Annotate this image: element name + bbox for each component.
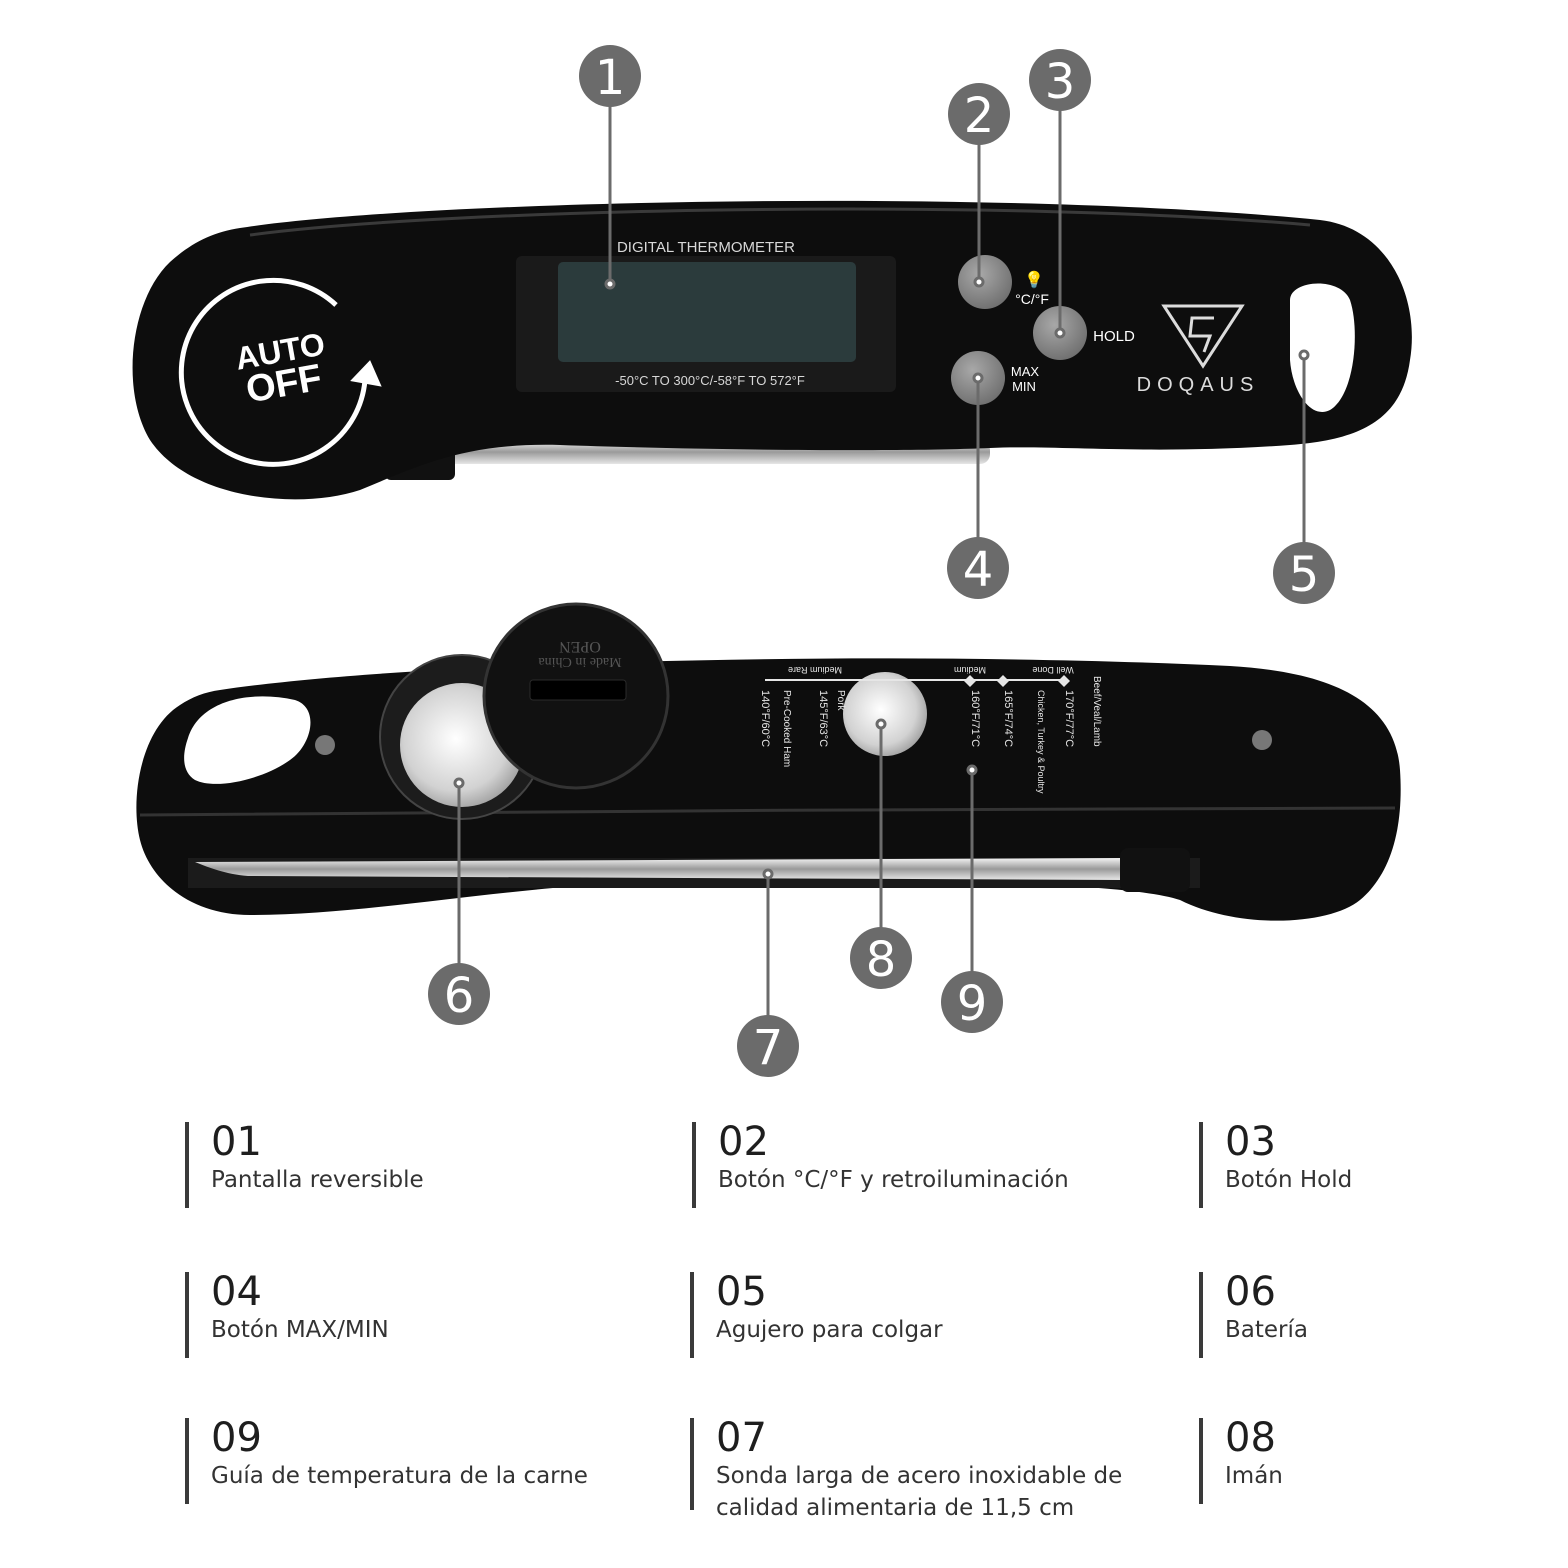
feature-legend: 01 Pantalla reversible 02 Botón °C/°F y … <box>0 1100 1568 1568</box>
svg-text:4: 4 <box>963 542 994 598</box>
screw <box>315 735 335 755</box>
probe-base <box>1120 848 1190 892</box>
min-label: MIN <box>1012 379 1036 394</box>
guide-temp: 170°F/77°C <box>1063 690 1075 747</box>
magnet <box>843 672 927 756</box>
feature-number: 02 <box>718 1119 769 1165</box>
display-label: DIGITAL THERMOMETER <box>617 239 795 256</box>
svg-text:9: 9 <box>957 976 988 1032</box>
feature-description: Imán <box>1225 1463 1283 1489</box>
screw <box>1252 730 1272 750</box>
callout-8: 8 <box>850 927 912 989</box>
feature-description: Pantalla reversible <box>211 1167 424 1193</box>
battery-cover-open: OPEN <box>559 638 601 655</box>
range-label: -50°C TO 300°C/-58°F TO 572°F <box>615 373 805 388</box>
feature-08: 08 Imán <box>1199 1415 1283 1504</box>
svg-text:7: 7 <box>753 1020 784 1076</box>
callout-leaders <box>453 106 1310 1016</box>
feature-09: 09 Guía de temperatura de la carne <box>185 1415 588 1504</box>
feature-number: 06 <box>1225 1269 1276 1315</box>
feature-01: 01 Pantalla reversible <box>185 1119 424 1208</box>
guide-food: Chicken, Turkey & Poultry <box>1036 690 1046 794</box>
callout-6: 6 <box>428 963 490 1025</box>
probe-rod <box>195 858 1129 880</box>
callout-2: 2 <box>948 83 1010 145</box>
svg-text:1: 1 <box>595 50 626 106</box>
svg-text:5: 5 <box>1289 547 1320 603</box>
svg-text:3: 3 <box>1045 54 1076 110</box>
body-highlight <box>249 207 1311 237</box>
unit-backlight-button[interactable] <box>958 255 1012 309</box>
hanging-hole <box>1290 283 1355 412</box>
feature-description: Guía de temperatura de la carne <box>211 1463 588 1489</box>
guide-header: Medium Rare <box>788 665 842 675</box>
product-figure: AUTO OFF DIGITAL THERMOMETER -50°C TO 30… <box>132 45 1412 1077</box>
lower-rim <box>139 806 1396 817</box>
guide-food: Pork <box>835 690 846 712</box>
guide-temp: 145°F/63°C <box>817 690 829 747</box>
thermometer-front-view: AUTO OFF DIGITAL THERMOMETER -50°C TO 30… <box>132 200 1412 500</box>
feature-06: 06 Batería <box>1199 1269 1308 1358</box>
callout-5: 5 <box>1273 542 1335 604</box>
feature-number: 08 <box>1225 1415 1276 1461</box>
brand-name: DOQAUS <box>1137 374 1260 396</box>
guide-header: Medium <box>954 665 986 675</box>
feature-07: 07 Sonda larga de acero inoxidable de ca… <box>690 1415 1123 1521</box>
callout-1: 1 <box>579 45 641 107</box>
thermometer-back-view: OPEN Made in China Medium Rare Medium We… <box>136 602 1401 921</box>
back-hanging-hole <box>184 696 311 784</box>
feature-description: Batería <box>1225 1317 1308 1343</box>
feature-description-line2: calidad alimentaria de 11,5 cm <box>716 1495 1075 1521</box>
feature-description: Botón MAX/MIN <box>211 1317 389 1343</box>
max-label: MAX <box>1011 364 1040 379</box>
feature-number: 07 <box>716 1415 767 1461</box>
bulb-icon: 💡 <box>1024 270 1044 289</box>
guide-temp: 165°F/74°C <box>1002 690 1014 747</box>
hold-button-label: HOLD <box>1093 328 1135 345</box>
feature-number: 01 <box>211 1119 262 1165</box>
unit-button-label: °C/°F <box>1015 291 1049 307</box>
svg-text:6: 6 <box>444 968 475 1024</box>
feature-description: Botón Hold <box>1225 1167 1353 1193</box>
feature-number: 03 <box>1225 1119 1276 1165</box>
callout-9: 9 <box>941 971 1003 1033</box>
feature-description: Botón °C/°F y retroiluminación <box>718 1167 1069 1193</box>
guide-food: Beef/Veal/Lamb <box>1091 676 1102 747</box>
callout-7: 7 <box>737 1015 799 1077</box>
brand-logo: DOQAUS <box>1137 304 1260 396</box>
lcd-screen <box>558 262 856 362</box>
callout-4: 4 <box>947 537 1009 599</box>
feature-number: 05 <box>716 1269 767 1315</box>
feature-04: 04 Botón MAX/MIN <box>185 1269 389 1358</box>
feature-description: Sonda larga de acero inoxidable de <box>716 1463 1123 1489</box>
guide-temp: 160°F/71°C <box>969 690 981 747</box>
svg-text:8: 8 <box>866 932 897 988</box>
battery-cover-slot <box>529 679 627 701</box>
svg-text:2: 2 <box>964 88 995 144</box>
feature-02: 02 Botón °C/°F y retroiluminación <box>692 1119 1069 1208</box>
feature-number: 04 <box>211 1269 262 1315</box>
guide-header: Well Done <box>1032 665 1073 675</box>
feature-description: Agujero para colgar <box>716 1317 943 1343</box>
battery-cover-made: Made in China <box>538 654 622 669</box>
guide-temp: 140°F/60°C <box>759 690 771 747</box>
feature-05: 05 Agujero para colgar <box>690 1269 943 1358</box>
callout-3: 3 <box>1029 49 1091 111</box>
guide-food: Pre-Cooked Ham <box>781 690 792 767</box>
feature-number: 09 <box>211 1415 262 1461</box>
meat-temperature-guide: Medium Rare Medium Well Done 140°F/60°C … <box>759 665 1102 794</box>
feature-03: 03 Botón Hold <box>1199 1119 1353 1208</box>
